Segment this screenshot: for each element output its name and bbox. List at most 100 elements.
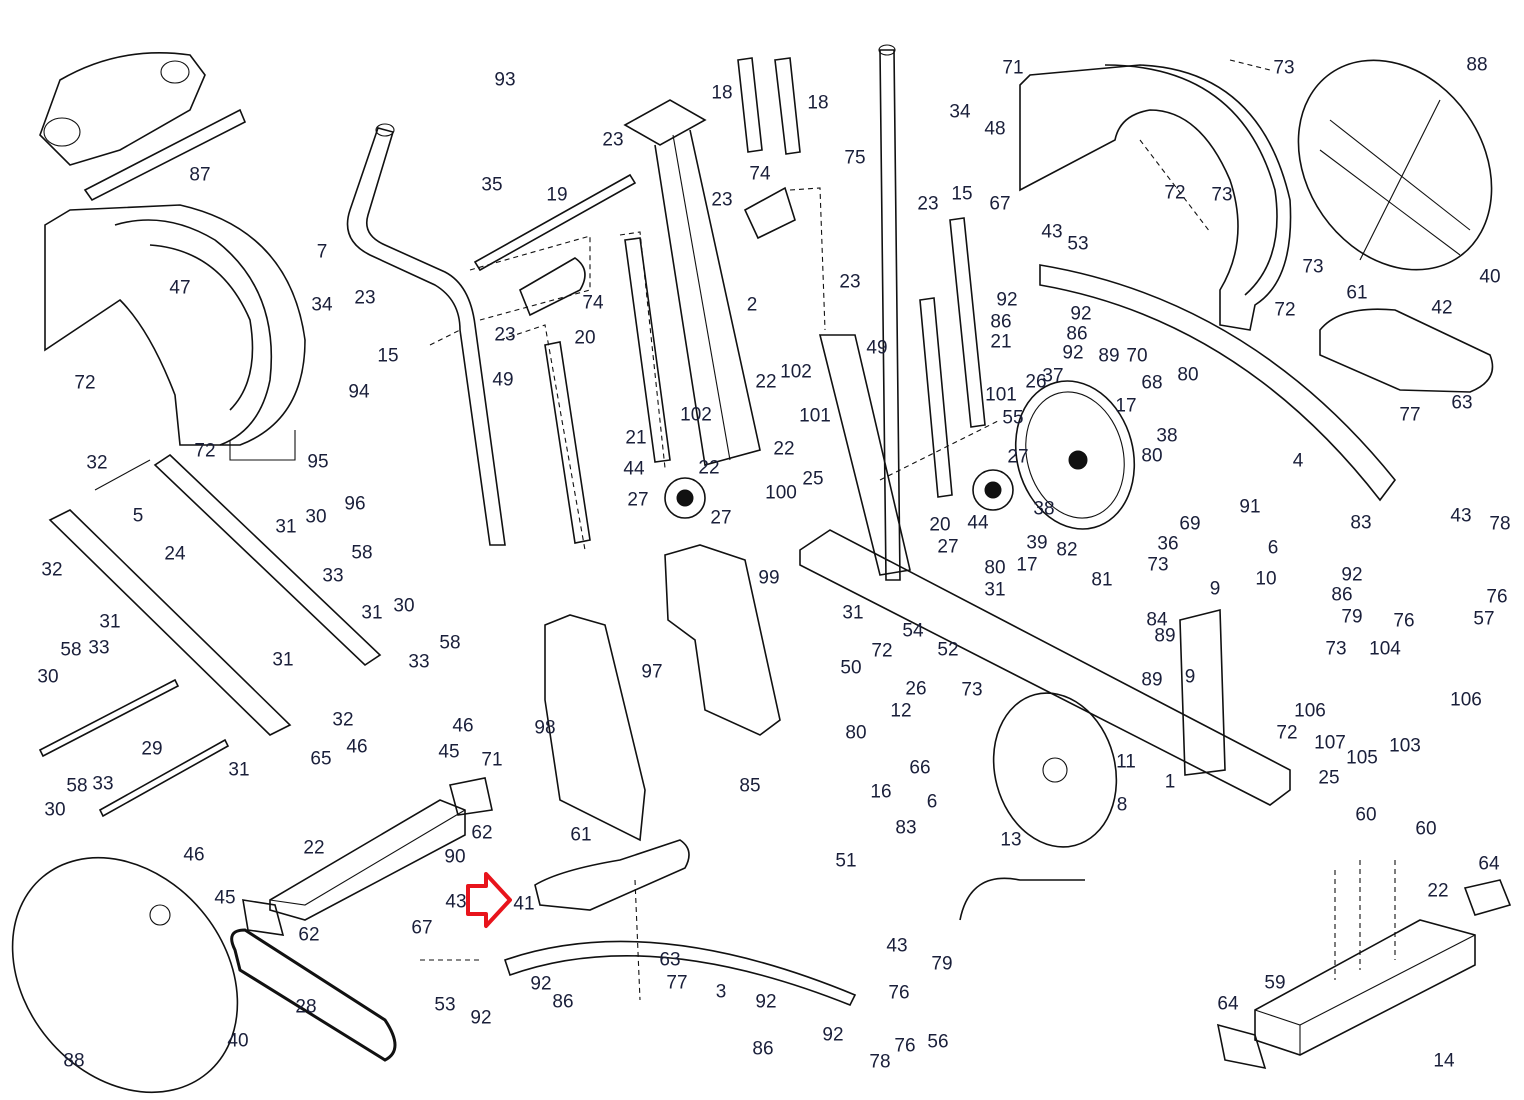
part-callout-31f: 31 bbox=[984, 579, 1006, 601]
part-callout-46c: 46 bbox=[183, 844, 205, 866]
part-callout-48: 48 bbox=[984, 118, 1006, 140]
part-callout-15b: 15 bbox=[951, 183, 973, 205]
roller-part-74a bbox=[519, 257, 586, 317]
part-callout-8: 8 bbox=[1116, 794, 1128, 816]
part-callout-10: 10 bbox=[1255, 568, 1277, 590]
part-callout-58d: 58 bbox=[66, 775, 88, 797]
part-callout-44b: 44 bbox=[967, 512, 989, 534]
part-callout-76a: 76 bbox=[1486, 586, 1508, 608]
part-callout-31b: 31 bbox=[361, 602, 383, 624]
disc-part-40a bbox=[1297, 59, 1493, 271]
shroud-part-47 bbox=[44, 204, 306, 461]
endcap-part-64b bbox=[1216, 1023, 1267, 1070]
part-callout-13: 13 bbox=[1000, 829, 1022, 851]
part-callout-21a: 21 bbox=[990, 331, 1012, 353]
part-callout-16: 16 bbox=[870, 781, 892, 803]
part-callout-43b: 43 bbox=[1450, 505, 1472, 527]
disc-part-40b bbox=[11, 856, 239, 1094]
part-callout-71b: 71 bbox=[481, 749, 503, 771]
endcap-part-62b bbox=[242, 899, 285, 936]
part-callout-53b: 53 bbox=[434, 994, 456, 1016]
part-callout-104: 104 bbox=[1369, 638, 1401, 660]
part-callout-58b: 58 bbox=[439, 632, 461, 654]
part-callout-92f: 92 bbox=[470, 1007, 492, 1029]
part-callout-95: 95 bbox=[307, 451, 329, 473]
part-callout-2: 2 bbox=[746, 294, 758, 316]
part-callout-56: 56 bbox=[927, 1031, 949, 1053]
part-callout-18b: 18 bbox=[807, 92, 829, 114]
part-callout-89b: 89 bbox=[1154, 625, 1176, 647]
arm-part-7 bbox=[346, 127, 506, 546]
part-callout-80a: 80 bbox=[1177, 364, 1199, 386]
part-callout-24: 24 bbox=[164, 543, 186, 565]
part-callout-59: 59 bbox=[1264, 972, 1286, 994]
part-callout-46a: 46 bbox=[452, 715, 474, 737]
part-callout-25a: 25 bbox=[802, 468, 824, 490]
highlight-arrow-icon bbox=[466, 872, 512, 928]
part-callout-21b: 21 bbox=[625, 427, 647, 449]
part-callout-97: 97 bbox=[641, 661, 663, 683]
part-callout-76b: 76 bbox=[1393, 610, 1415, 632]
part-callout-33a: 33 bbox=[322, 565, 344, 587]
part-callout-31e: 31 bbox=[228, 759, 250, 781]
part-callout-90: 90 bbox=[444, 846, 466, 868]
part-callout-82: 82 bbox=[1056, 539, 1078, 561]
part-callout-27c: 27 bbox=[937, 536, 959, 558]
shroud-part-48 bbox=[1019, 64, 1292, 331]
part-callout-3: 3 bbox=[715, 981, 727, 1003]
part-callout-53a: 53 bbox=[1067, 233, 1089, 255]
part-callout-102b: 102 bbox=[780, 361, 812, 383]
part-callout-44a: 44 bbox=[623, 458, 645, 480]
part-callout-92c: 92 bbox=[1062, 342, 1084, 364]
part-callout-84: 84 bbox=[1146, 609, 1168, 631]
part-callout-103: 103 bbox=[1389, 735, 1421, 757]
part-callout-92d: 92 bbox=[1341, 564, 1363, 586]
part-callout-50: 50 bbox=[840, 657, 862, 679]
part-callout-9b: 9 bbox=[1184, 666, 1196, 688]
part-callout-33b: 33 bbox=[408, 651, 430, 673]
part-callout-38a: 38 bbox=[1156, 425, 1178, 447]
wheel-part-44b bbox=[972, 469, 1014, 511]
part-callout-23d: 23 bbox=[711, 189, 733, 211]
cover-part-99 bbox=[664, 544, 781, 736]
part-callout-92h: 92 bbox=[822, 1024, 844, 1046]
part-callout-12: 12 bbox=[890, 700, 912, 722]
part-callout-36: 36 bbox=[1157, 533, 1179, 555]
part-callout-73b: 73 bbox=[1211, 184, 1233, 206]
part-callout-78b: 78 bbox=[869, 1051, 891, 1073]
part-callout-92g: 92 bbox=[755, 991, 777, 1013]
part-callout-61a: 61 bbox=[1346, 282, 1368, 304]
part-callout-30c: 30 bbox=[37, 666, 59, 688]
part-callout-28: 28 bbox=[295, 996, 317, 1018]
part-callout-74a: 74 bbox=[582, 292, 604, 314]
part-callout-37: 37 bbox=[1042, 365, 1064, 387]
part-callout-62a: 62 bbox=[471, 822, 493, 844]
part-callout-57: 57 bbox=[1473, 608, 1495, 630]
part-callout-17a: 17 bbox=[1115, 395, 1137, 417]
tube-part-20b bbox=[919, 297, 953, 498]
part-callout-61b: 61 bbox=[570, 824, 592, 846]
part-callout-83a: 83 bbox=[1350, 512, 1372, 534]
tube-part-21b bbox=[949, 217, 986, 428]
part-callout-80c: 80 bbox=[1141, 445, 1163, 467]
part-callout-106a: 106 bbox=[1450, 689, 1482, 711]
cover-part-98 bbox=[544, 614, 646, 842]
part-callout-45a: 45 bbox=[438, 741, 460, 763]
part-callout-88a: 88 bbox=[1466, 54, 1488, 76]
part-callout-60a: 60 bbox=[1355, 804, 1377, 826]
part-callout-101a: 101 bbox=[985, 384, 1017, 406]
part-callout-73f: 73 bbox=[961, 679, 983, 701]
part-callout-81: 81 bbox=[1091, 569, 1113, 591]
part-callout-67b: 67 bbox=[411, 917, 433, 939]
part-callout-29: 29 bbox=[141, 738, 163, 760]
part-callout-86b: 86 bbox=[1066, 323, 1088, 345]
part-callout-89c: 89 bbox=[1141, 669, 1163, 691]
part-callout-67a: 67 bbox=[989, 193, 1011, 215]
part-callout-52: 52 bbox=[937, 639, 959, 661]
part-callout-74b: 74 bbox=[749, 163, 771, 185]
part-callout-83b: 83 bbox=[895, 817, 917, 839]
part-callout-54: 54 bbox=[902, 620, 924, 642]
arm-part-4 bbox=[1039, 264, 1397, 502]
part-callout-27b: 27 bbox=[710, 507, 732, 529]
part-callout-11: 11 bbox=[1116, 751, 1136, 773]
